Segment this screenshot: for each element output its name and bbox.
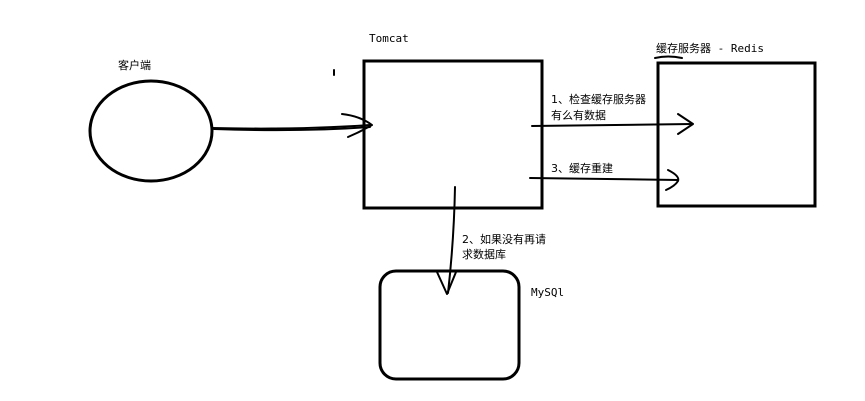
check-cache-arrow: 1、检查缓存服务器 有么有数据 bbox=[531, 92, 694, 135]
redis-node: 缓存服务器 - Redis bbox=[654, 41, 817, 208]
tomcat-label: Tomcat bbox=[369, 32, 409, 45]
mysql-node: MySQl bbox=[378, 269, 564, 381]
mysql-label: MySQl bbox=[531, 286, 564, 299]
query-db-label-line1: 2、如果没有再请 bbox=[462, 232, 546, 246]
redis-label: 缓存服务器 - Redis bbox=[656, 41, 764, 55]
redis-label-underline bbox=[654, 55, 683, 59]
query-db-label-line2: 求数据库 bbox=[462, 247, 506, 261]
check-cache-label-line1: 1、检查缓存服务器 bbox=[551, 92, 646, 106]
query-db-arrow: 2、如果没有再请 求数据库 bbox=[436, 186, 546, 295]
rebuild-cache-arrow: 3、缓存重建 bbox=[529, 161, 680, 191]
check-cache-label-line2: 有么有数据 bbox=[551, 108, 606, 122]
client-label: 客户端 bbox=[118, 58, 151, 72]
tomcat-node: Tomcat bbox=[362, 32, 544, 210]
rebuild-cache-label: 3、缓存重建 bbox=[551, 161, 613, 175]
client-to-tomcat-arrow bbox=[211, 113, 373, 138]
client-node: 客户端 bbox=[88, 58, 214, 183]
